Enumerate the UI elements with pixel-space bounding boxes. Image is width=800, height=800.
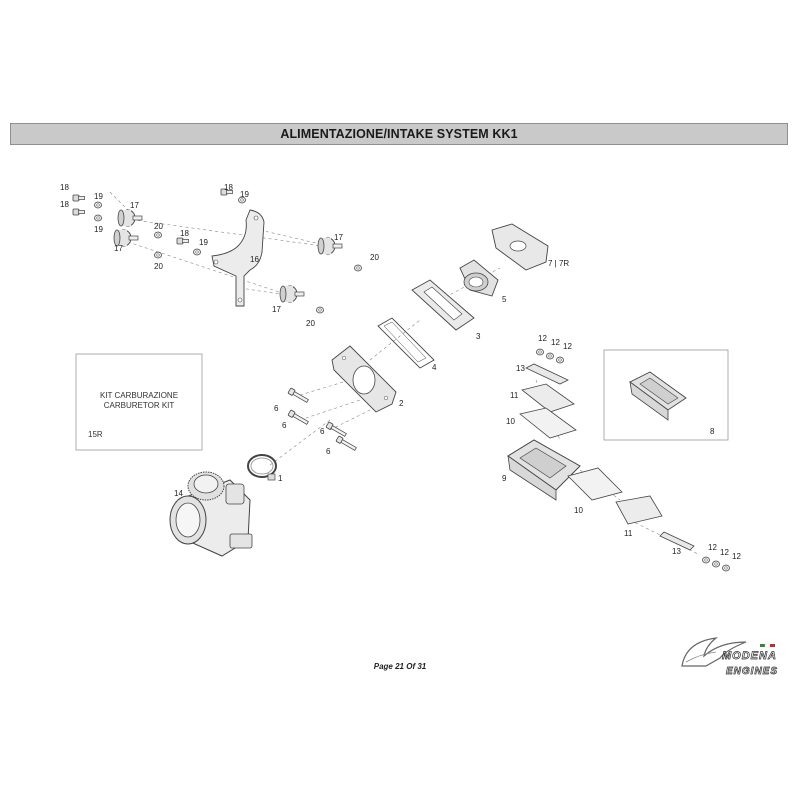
callout-18: 18 — [224, 183, 233, 192]
modena-engines-logo: MODENA ENGINES — [681, 637, 778, 677]
callout-3: 3 — [476, 332, 481, 341]
callout-labels: 18 19 18 19 17 17 20 20 18 19 18 19 16 1… — [60, 183, 741, 561]
callout-10: 10 — [506, 417, 515, 426]
flag-red — [770, 644, 775, 647]
screw-12-top-b — [546, 352, 554, 360]
screw-12-bottom-b — [712, 560, 720, 568]
bracket-16 — [211, 209, 265, 307]
callout-11: 11 — [510, 391, 519, 400]
logo-word-1: MODENA — [722, 650, 777, 662]
callout-18: 18 — [60, 200, 69, 209]
bolt-6-c — [325, 421, 348, 438]
callout-12: 12 — [563, 342, 572, 351]
screw-18-top — [72, 194, 85, 202]
nut-20-c — [354, 264, 362, 272]
callout-1: 1 — [278, 474, 283, 483]
callout-17: 17 — [130, 201, 139, 210]
callout-19: 19 — [94, 225, 103, 234]
rubber-mount-17-a — [117, 209, 143, 227]
screw-12-bottom-c — [722, 564, 730, 572]
reed-stop-plate-13-top — [525, 363, 569, 385]
nut-20-d — [316, 306, 324, 314]
callout-19: 19 — [94, 192, 103, 201]
callout-12: 12 — [720, 548, 729, 557]
section-title-bar: ALIMENTAZIONE/INTAKE SYSTEM KK1 — [10, 123, 788, 145]
callout-14: 14 — [174, 489, 183, 498]
gasket-4 — [377, 317, 435, 369]
callout-10: 10 — [574, 506, 583, 515]
callout-12: 12 — [708, 543, 717, 552]
kit-code: 15R — [88, 430, 103, 439]
bolt-6-d — [335, 435, 358, 452]
flag-green — [760, 644, 765, 647]
hose-clamp-1 — [247, 454, 277, 481]
callout-11: 11 — [624, 529, 633, 538]
reed-petal-10-top — [519, 407, 577, 439]
kit-title-en: CARBURETOR KIT — [104, 401, 175, 410]
reed-block-9 — [507, 439, 581, 501]
callout-4: 4 — [432, 363, 437, 372]
carburetor-14 — [169, 471, 253, 557]
callout-20: 20 — [154, 222, 163, 231]
callout-18: 18 — [60, 183, 69, 192]
intake-cover-7 — [491, 223, 549, 271]
reed-stopper-11-bottom — [615, 495, 663, 525]
callout-5: 5 — [502, 295, 507, 304]
callout-16: 16 — [250, 255, 259, 264]
nut-20-b — [154, 251, 162, 259]
screw-18-mid — [176, 237, 189, 245]
rubber-mount-17-d — [279, 285, 305, 303]
logo-word-2: ENGINES — [726, 666, 778, 677]
callout-7: 7 | 7R — [548, 259, 569, 268]
nut-20-a — [154, 231, 162, 239]
screw-12-top-a — [536, 348, 544, 356]
callout-20: 20 — [154, 262, 163, 271]
washer-19-lower — [94, 214, 102, 222]
callout-20: 20 — [306, 319, 315, 328]
screw-12-top-c — [556, 356, 564, 364]
callout-19: 19 — [240, 190, 249, 199]
screw-12-bottom-a — [702, 556, 710, 564]
callout-13: 13 — [672, 547, 681, 556]
bolt-6-a — [287, 387, 310, 404]
callout-12: 12 — [551, 338, 560, 347]
callout-6: 6 — [326, 447, 331, 456]
callout-6: 6 — [282, 421, 287, 430]
reed-petal-10-bottom — [567, 467, 623, 501]
intake-flange-2 — [331, 345, 397, 413]
callout-13: 13 — [516, 364, 525, 373]
callout-17: 17 — [114, 244, 123, 253]
page-number: Page 21 Of 31 — [373, 662, 427, 671]
callout-9: 9 — [502, 474, 507, 483]
callout-17: 17 — [272, 305, 281, 314]
rubber-intake-5 — [459, 259, 499, 297]
callout-20: 20 — [370, 253, 379, 262]
callout-6: 6 — [274, 404, 279, 413]
washer-19-mid — [193, 248, 201, 256]
wing-icon — [681, 637, 747, 667]
reed-stop-plate-13-bottom — [659, 531, 695, 551]
carburetor-kit-box: KIT CARBURAZIONE CARBURETOR KIT 15R — [75, 353, 203, 451]
callout-12: 12 — [538, 334, 547, 343]
callout-17: 17 — [334, 233, 343, 242]
spacer-3 — [411, 279, 475, 331]
callout-18: 18 — [180, 229, 189, 238]
washer-19-top — [94, 201, 102, 209]
reed-block-8-box — [603, 349, 729, 441]
callout-6: 6 — [320, 427, 325, 436]
reed-stopper-11-top — [521, 383, 575, 413]
callout-2: 2 — [399, 399, 404, 408]
callout-12: 12 — [732, 552, 741, 561]
kit-title-it: KIT CARBURAZIONE — [100, 391, 178, 400]
callout-19: 19 — [199, 238, 208, 247]
section-title: ALIMENTAZIONE/INTAKE SYSTEM KK1 — [280, 127, 518, 141]
screw-18-lower — [72, 208, 85, 216]
callout-8: 8 — [710, 427, 715, 436]
